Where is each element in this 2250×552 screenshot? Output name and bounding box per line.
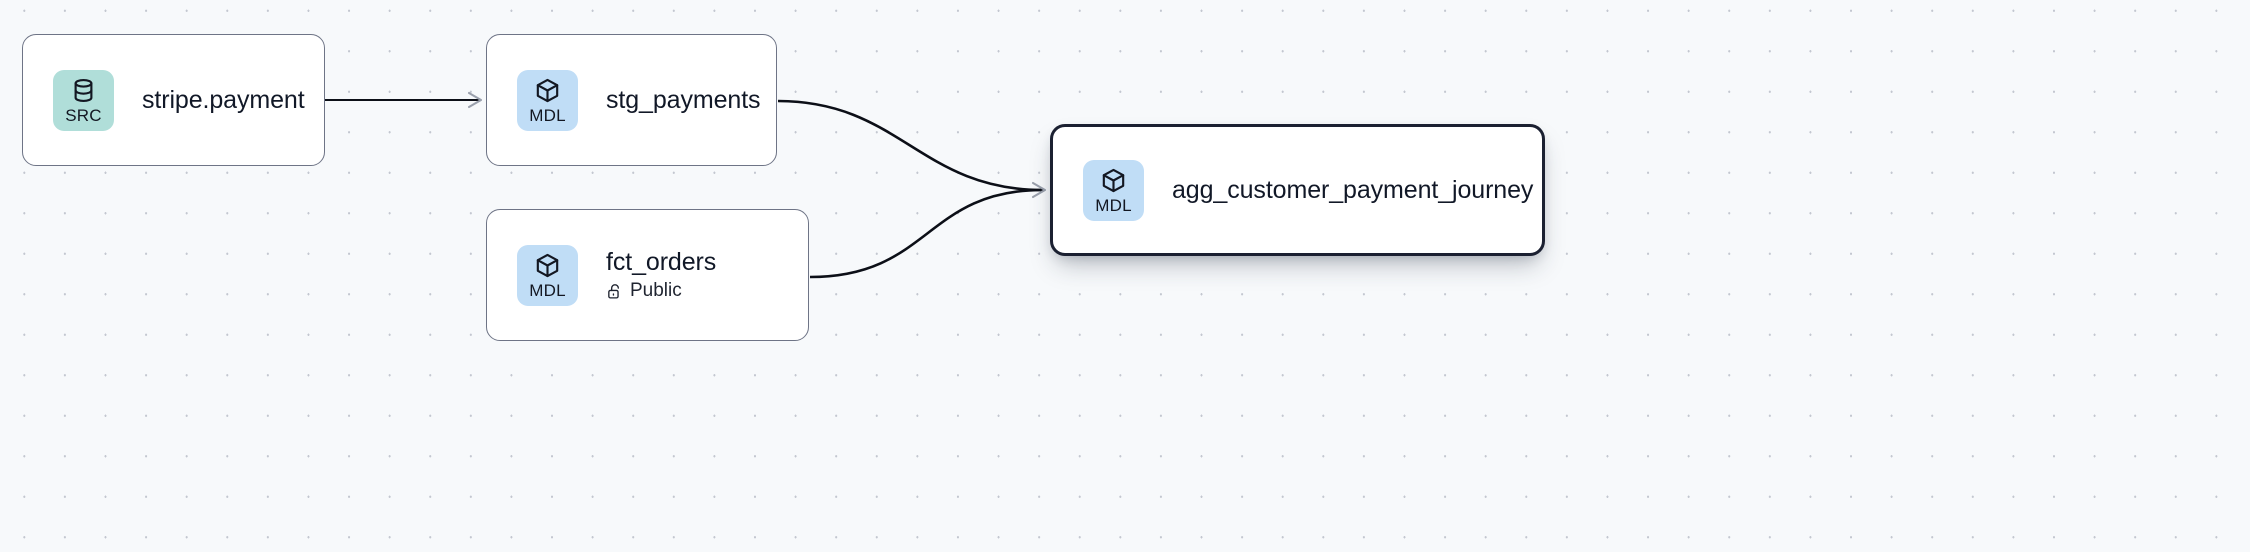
badge-label: MDL [529, 105, 566, 125]
node-title: fct_orders [606, 248, 717, 277]
arrowhead-icon [1031, 181, 1047, 199]
badge-src: SRC [53, 69, 114, 131]
database-icon [70, 77, 97, 104]
badge-mdl: MDL [517, 244, 578, 306]
node-title: stg_payments [606, 86, 761, 114]
node-title: agg_customer_payment_journey [1172, 176, 1534, 204]
node-stripe-payment[interactable]: SRC stripe.payment [22, 34, 325, 166]
node-body: stg_payments [606, 86, 761, 114]
badge-mdl: MDL [517, 69, 578, 131]
badge-label: MDL [1095, 195, 1132, 215]
node-fct-orders[interactable]: MDL fct_orders Public [486, 209, 809, 341]
unlock-icon [606, 283, 623, 300]
badge-label: MDL [529, 280, 566, 300]
node-stg-payments[interactable]: MDL stg_payments [486, 34, 777, 166]
visibility-label: Public [630, 280, 682, 302]
cube-icon [534, 252, 561, 279]
cube-icon [534, 77, 561, 104]
node-title: stripe.payment [142, 86, 305, 114]
edge-stg-to-agg [777, 99, 1044, 192]
node-agg-customer-payment-journey[interactable]: MDL agg_customer_payment_journey [1050, 124, 1545, 256]
edge-stripe-to-stg [325, 91, 483, 109]
node-visibility: Public [606, 280, 716, 302]
node-body: fct_orders Public [606, 248, 716, 302]
badge-mdl: MDL [1083, 159, 1144, 221]
edge-fct-to-agg [809, 181, 1047, 279]
cube-icon [1100, 167, 1127, 194]
arrowhead-icon [467, 91, 483, 109]
node-body: stripe.payment [142, 86, 305, 114]
node-body: agg_customer_payment_journey [1172, 176, 1533, 204]
badge-label: SRC [65, 105, 102, 125]
